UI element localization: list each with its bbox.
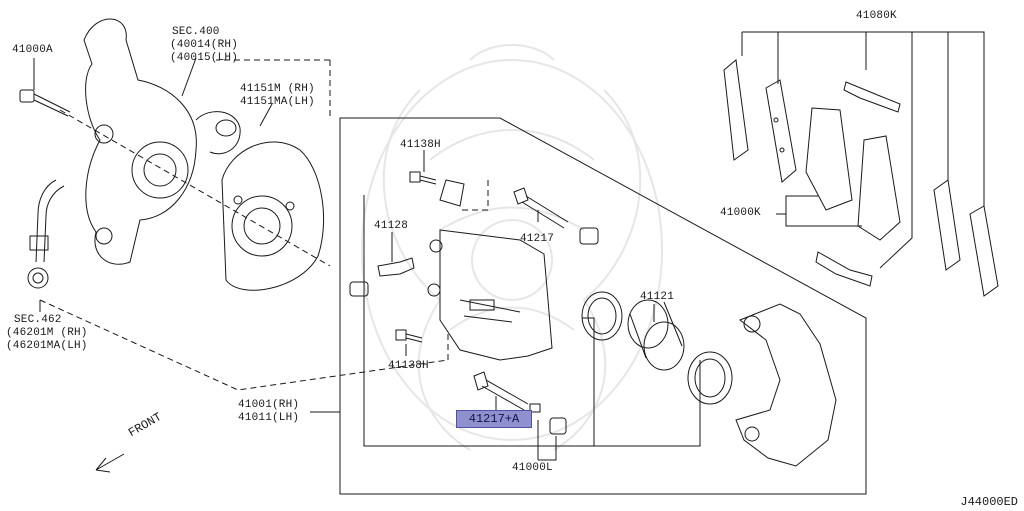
pad-leader-41000k [776,195,862,227]
part-label-46201ma[interactable]: (46201MA(LH) [6,340,88,352]
dashed-leader-shield [216,59,331,118]
part-label-41000a[interactable]: 41000A [12,44,53,56]
guide-pin-upper-part [513,187,569,229]
dashed-leader-hose [39,299,449,391]
part-label-41121[interactable]: 41121 [640,291,675,303]
dashed-leader-caliper [447,180,489,360]
pad-leader-lines [741,31,985,269]
steering-knuckle-part [83,18,241,265]
part-label-41011[interactable]: 41011(LH) [238,412,300,424]
pin-boot-lower-part [549,417,567,435]
part-label-41138h-top[interactable]: 41138H [400,139,441,151]
piston-seal-part [581,291,623,341]
bleeder-cap-part [349,281,369,297]
part-label-41001[interactable]: 41001(RH) [238,399,300,411]
leader-41151m [259,103,273,127]
caliper-body-part [427,179,553,361]
pad-shim-left-outer-part [723,59,749,161]
hub-bolt-part [19,89,71,117]
highlighted-part-41217-a[interactable]: 41217+A [456,410,532,428]
part-label-41000l[interactable]: 41000L [512,462,553,474]
watermark-logo [361,44,663,451]
part-label-41000k[interactable]: 41000K [720,207,761,219]
dashed-leader-hub [59,109,331,267]
diagram-code: J44000ED [960,495,1018,509]
section-label-sec462[interactable]: SEC.462 [14,314,62,326]
dust-shield-part [221,141,324,291]
part-label-41151m[interactable]: 41151M (RH) [240,83,315,95]
caliper-bolt-top-part [409,171,437,185]
caliper-bracket-part [735,303,837,467]
part-label-40015[interactable]: (40015(LH) [170,52,239,64]
brake-hose-part [27,179,65,289]
leader-41000l [537,420,557,461]
section-label-sec400[interactable]: SEC.400 [172,26,220,38]
piston-boot-part [687,351,733,405]
piston-part [627,299,685,371]
caliper-assembly-outline [339,117,867,495]
part-label-41080k[interactable]: 41080K [856,10,897,22]
pad-clip-top-part [843,81,901,113]
caliper-bolt-bottom-part [395,329,423,343]
part-label-41151ma[interactable]: 41151MA(LH) [240,96,315,108]
front-arrow-icon [95,453,125,473]
guide-pin-lower-part [473,371,541,413]
part-label-40014[interactable]: (40014(RH) [170,39,239,51]
part-label-41217[interactable]: 41217 [520,233,555,245]
brake-pad-right-part [857,135,901,241]
pad-shim-left-inner-part [765,79,797,183]
part-label-46201m[interactable]: (46201M (RH) [6,327,88,339]
part-label-41138h-bottom[interactable]: 41138H [388,360,429,372]
pad-shim-right-outer-part [969,205,999,297]
pad-shim-right-inner-part [933,179,961,271]
pad-clip-bottom-part [815,251,873,287]
leader-sec400 [181,57,197,97]
brake-pad-left-part [805,107,853,211]
guide-pin-box [363,195,596,447]
bleeder-screw-part [377,257,415,277]
pin-boot-upper-part [579,227,599,245]
part-label-41128[interactable]: 41128 [374,220,409,232]
